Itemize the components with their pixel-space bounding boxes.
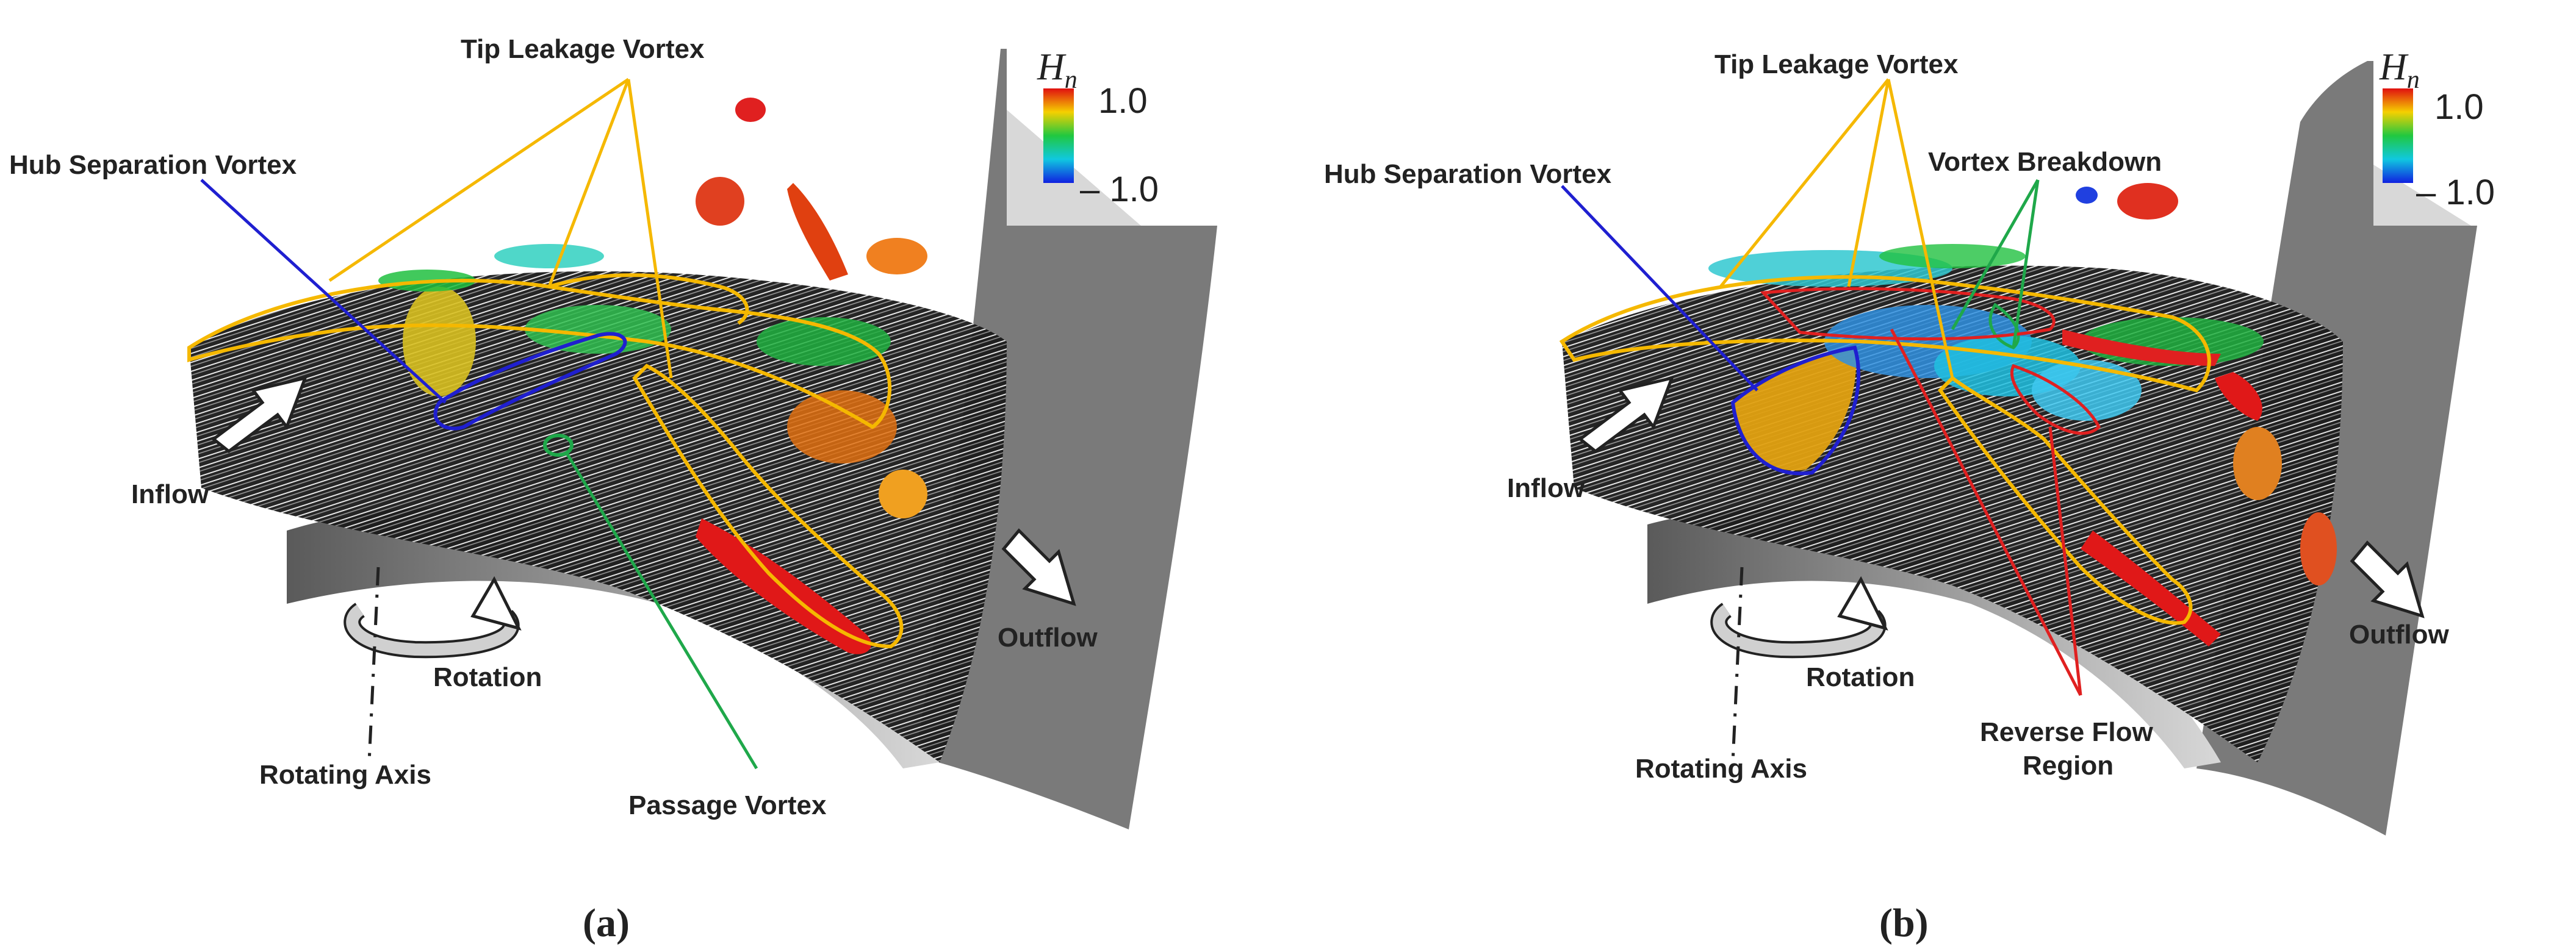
colorbar-symbol: Hn bbox=[1037, 46, 1078, 94]
colorbar: Hn 1.0 – 1.0 bbox=[2379, 46, 2495, 212]
colorbar-gradient bbox=[2383, 88, 2413, 183]
hub-surface bbox=[287, 507, 940, 768]
label-inflow: Inflow bbox=[131, 479, 209, 509]
rotating-axis-line bbox=[1731, 567, 1744, 763]
hub-surface bbox=[1647, 506, 2221, 768]
label-passage-vortex: Passage Vortex bbox=[628, 790, 827, 820]
reverse-flow-outline bbox=[1760, 287, 2056, 341]
colorbar-min-label: – 1.0 bbox=[1080, 170, 1159, 209]
hub-separation-outline bbox=[433, 332, 627, 431]
label-tip-leakage-vortex: Tip Leakage Vortex bbox=[1714, 49, 1959, 79]
label-reverse-flow-line2: Region bbox=[2023, 751, 2114, 781]
hub-separation-outline bbox=[1730, 345, 1861, 476]
tip-leakage-outline bbox=[1938, 376, 2193, 625]
label-rotating-axis: Rotating Axis bbox=[259, 760, 431, 790]
panel-b: Hn 1.0 – 1.0 Tip Leakage Vortex Hub Sepa… bbox=[1324, 46, 2495, 945]
panel-caption-b: (b) bbox=[1879, 901, 1929, 945]
blade-streamlines bbox=[189, 271, 1007, 762]
label-hub-separation-vortex: Hub Separation Vortex bbox=[1324, 159, 1612, 189]
panel-a: Hn 1.0 – 1.0 Tip Leakage Vortex Hub Sepa… bbox=[9, 34, 1217, 945]
label-inflow: Inflow bbox=[1507, 473, 1585, 503]
rotation-arrow-icon bbox=[1710, 576, 1888, 659]
outflow-arrow-icon bbox=[1001, 528, 1076, 606]
tip-leakage-outline bbox=[1559, 275, 2211, 393]
outflow-arrow-icon bbox=[2350, 540, 2425, 618]
colorbar-max-label: 1.0 bbox=[1098, 81, 1148, 121]
casing-sector bbox=[915, 49, 1217, 829]
label-rotating-axis: Rotating Axis bbox=[1635, 754, 1807, 784]
colorbar-symbol: Hn bbox=[2379, 46, 2420, 94]
label-tip-leakage-vortex: Tip Leakage Vortex bbox=[461, 34, 705, 64]
label-hub-separation-vortex: Hub Separation Vortex bbox=[9, 150, 297, 180]
colorbar-gradient bbox=[1043, 88, 1074, 183]
leader-lines bbox=[1561, 78, 2082, 696]
label-vortex-breakdown: Vortex Breakdown bbox=[1928, 147, 2162, 177]
leader-lines bbox=[200, 77, 758, 770]
reverse-flow-outline bbox=[2010, 363, 2101, 435]
tip-leakage-outline bbox=[549, 273, 749, 325]
panel-caption-a: (a) bbox=[583, 901, 630, 945]
tip-leakage-outline bbox=[187, 279, 892, 429]
rotating-axis-line bbox=[367, 567, 380, 763]
inflow-arrow-icon bbox=[210, 376, 308, 454]
colorbar-max-label: 1.0 bbox=[2434, 87, 2484, 127]
colorbar-min-label: – 1.0 bbox=[2416, 173, 2495, 212]
colorbar: Hn 1.0 – 1.0 bbox=[1037, 46, 1159, 209]
rotation-arrow-icon bbox=[344, 576, 522, 659]
label-reverse-flow-line1: Reverse Flow bbox=[1980, 717, 2153, 747]
tip-leakage-outline bbox=[632, 363, 904, 649]
passage-vortex-outline bbox=[543, 434, 574, 457]
label-rotation: Rotation bbox=[1806, 662, 1915, 692]
label-outflow: Outflow bbox=[2349, 620, 2450, 650]
label-outflow: Outflow bbox=[998, 623, 1098, 653]
inflow-arrow-icon bbox=[1577, 376, 1674, 454]
label-rotation: Rotation bbox=[433, 662, 542, 692]
